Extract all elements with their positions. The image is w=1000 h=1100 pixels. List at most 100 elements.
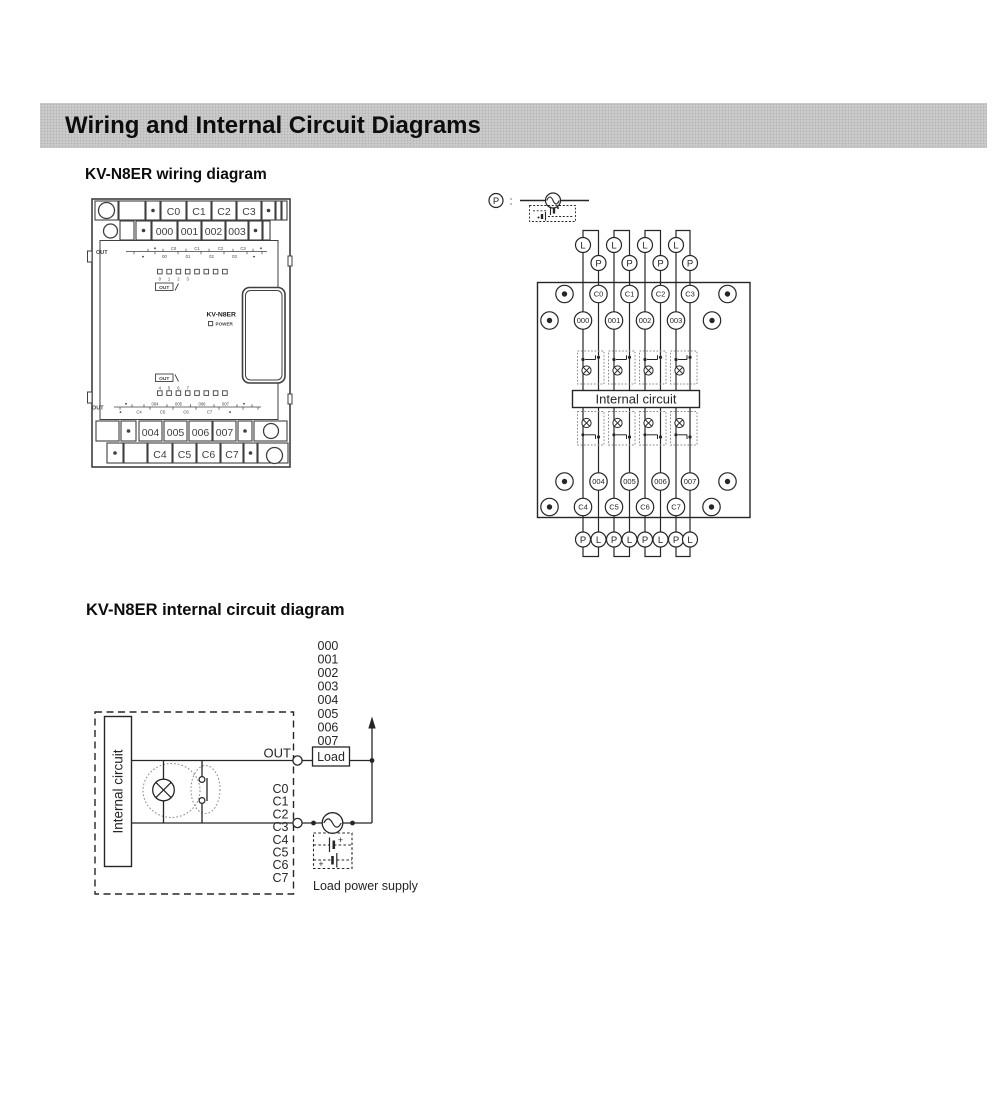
terminal-cell-label: 003 <box>228 226 246 238</box>
terminal-label-003: 003 <box>670 316 683 325</box>
terminal-circle-C2 <box>651 284 670 304</box>
out-tag-slash <box>174 374 179 382</box>
out-label: OUT <box>264 746 292 761</box>
polarity-plus: + <box>318 859 323 869</box>
blank-terminal-dot <box>253 228 258 233</box>
contact-dot <box>581 357 585 362</box>
led-digit: 4 <box>159 385 162 390</box>
terminal-circle-L <box>605 236 623 254</box>
terminal-block-outline <box>536 281 751 519</box>
terminal-label-C5: C5 <box>609 503 619 512</box>
led-digit: 6 <box>177 385 180 390</box>
relay-dashed-box <box>670 411 698 446</box>
terminal-cell-006 <box>188 420 213 442</box>
terminal-label-P: P <box>595 258 601 269</box>
load-label: Load <box>317 750 345 764</box>
legend-ac-sine <box>546 196 560 205</box>
relay-dashed-box <box>639 411 667 446</box>
output-number: 001 <box>318 653 339 667</box>
common-number: C3 <box>273 820 289 834</box>
strip-mini-label: C4 <box>136 410 142 415</box>
strip-mini-label: 004 <box>152 402 160 407</box>
terminal-label-000: 000 <box>577 316 590 325</box>
legend-p-circle <box>488 192 504 209</box>
legend-dc-box <box>529 205 576 222</box>
terminal-circle-C4 <box>573 497 593 517</box>
dc-source-box <box>312 832 353 870</box>
strip-mini-label: 005 <box>175 402 183 407</box>
terminal-label-005: 005 <box>623 477 636 486</box>
out-tag-label: OUT <box>159 285 169 291</box>
terminal-cell-C1 <box>186 200 212 221</box>
terminal-cell-label: 001 <box>181 226 199 238</box>
terminal-cell-C6 <box>196 442 221 464</box>
mount-notch <box>87 250 93 263</box>
screw-center <box>709 317 715 324</box>
output-number: 006 <box>318 720 339 734</box>
screw-center <box>724 478 731 485</box>
terminal-label-L: L <box>642 240 647 251</box>
common-number: C1 <box>273 795 289 809</box>
mount-notch <box>287 255 293 267</box>
blank-terminal-dot <box>151 208 155 213</box>
contact-terminal <box>198 775 206 783</box>
terminal-label-P: P <box>687 258 693 269</box>
blank-terminal-dot <box>248 451 253 455</box>
output-number: 004 <box>318 693 339 707</box>
terminal-label-C3: C3 <box>685 290 695 299</box>
blank-terminal-dot <box>126 429 131 433</box>
led-digit: 2 <box>177 276 180 281</box>
terminal-cell-label: 004 <box>142 427 160 439</box>
terminal-cell <box>123 442 148 464</box>
common-number: C0 <box>273 782 289 796</box>
strip-dot <box>154 247 156 250</box>
ac-sine <box>323 818 342 828</box>
contact-dot <box>627 435 632 439</box>
terminal-cell-001 <box>177 220 202 241</box>
common-number: C7 <box>273 871 289 885</box>
common-number: C4 <box>273 833 289 847</box>
led-indicator <box>212 390 219 396</box>
lp-top-bracket <box>582 229 600 256</box>
screw-center <box>708 504 715 510</box>
terminal-circle-L <box>681 531 699 548</box>
terminal-cell-C7 <box>220 442 244 464</box>
led-indicator <box>166 390 172 396</box>
terminal-label-002: 002 <box>639 316 652 325</box>
led-indicator <box>222 390 228 396</box>
led-indicator <box>175 268 182 275</box>
contact-dot <box>658 355 663 359</box>
blank-terminal-dot <box>141 228 146 233</box>
terminal-cell-label: 007 <box>216 427 234 439</box>
common-terminal <box>292 817 303 829</box>
terminal-circle-L <box>636 236 654 254</box>
relay-dashed-outline <box>142 763 201 818</box>
terminal-label-C4: C4 <box>578 503 588 512</box>
terminal-label-L: L <box>687 535 692 546</box>
led-indicator <box>194 390 200 396</box>
terminal-label-L: L <box>658 535 663 546</box>
out-terminal <box>292 755 303 766</box>
terminal-cell-label: 000 <box>156 226 174 238</box>
lp-top-bracket <box>613 229 631 256</box>
strip-mini-label: 01 <box>186 254 191 259</box>
internal-circuit-label: Internal circuit <box>110 749 125 833</box>
terminal-cell <box>262 220 271 241</box>
output-number: 000 <box>318 639 339 653</box>
pl-bottom-bracket <box>613 547 631 558</box>
terminal-cell-000 <box>151 220 178 241</box>
terminal-circle-P <box>652 254 669 272</box>
strip-mini-label: 03 <box>232 254 237 259</box>
coil-cross <box>675 419 684 427</box>
terminal-cell <box>95 420 120 442</box>
led-indicator <box>157 268 163 275</box>
contact-terminal <box>198 796 206 804</box>
coil-cross <box>644 419 653 427</box>
terminal-label-C6: C6 <box>640 503 650 512</box>
junction-dot <box>311 820 316 826</box>
strip-dot <box>253 255 255 258</box>
strip-dot <box>142 255 144 258</box>
terminal-circle-C5 <box>604 497 624 517</box>
